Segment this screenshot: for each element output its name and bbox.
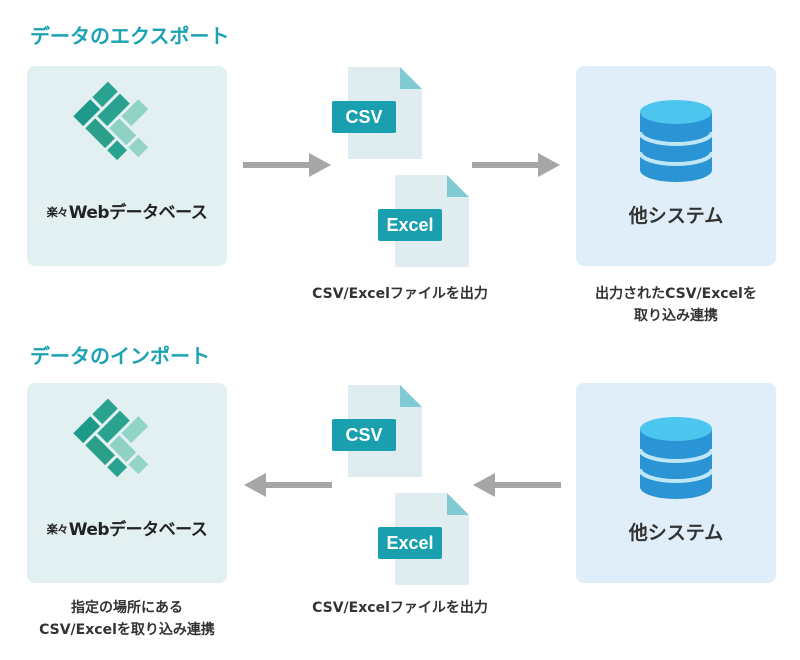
import-arrow-2-icon — [473, 473, 561, 497]
import-database-box: 楽々Webデータベース — [27, 383, 227, 583]
export-system-caption: 出力されたCSV/Excelを 取り込み連携 — [595, 286, 757, 324]
import-arrow-1-icon — [244, 473, 332, 497]
export-database-box: 楽々Webデータベース — [27, 66, 227, 266]
export-csv-badge: CSV — [332, 101, 396, 133]
export-heading: データのエクスポート — [30, 24, 230, 48]
database-logo-text: 楽々Webデータベース — [46, 520, 208, 540]
export-excel-badge: Excel — [378, 209, 442, 241]
export-system-box: 他システム — [576, 66, 776, 266]
export-arrow-2-icon — [472, 153, 560, 177]
database-icon — [640, 417, 712, 499]
database-logo-text: 楽々Webデータベース — [46, 203, 208, 223]
export-arrow-1-icon — [243, 153, 331, 177]
import-heading: データのインポート — [30, 344, 210, 368]
export-file-caption: CSV/Excelファイルを出力 — [312, 286, 488, 302]
diamond-logo-icon — [73, 81, 149, 161]
import-system-box: 他システム — [576, 383, 776, 583]
import-excel-badge: Excel — [378, 527, 442, 559]
import-system-label: 他システム — [628, 522, 724, 544]
export-system-label: 他システム — [628, 205, 724, 227]
import-file-caption: CSV/Excelファイルを出力 — [312, 600, 488, 616]
database-icon — [640, 100, 712, 182]
diamond-logo-icon — [73, 398, 149, 478]
import-csv-badge: CSV — [332, 419, 396, 451]
import-database-caption: 指定の場所にある CSV/Excelを取り込み連携 — [39, 600, 215, 638]
